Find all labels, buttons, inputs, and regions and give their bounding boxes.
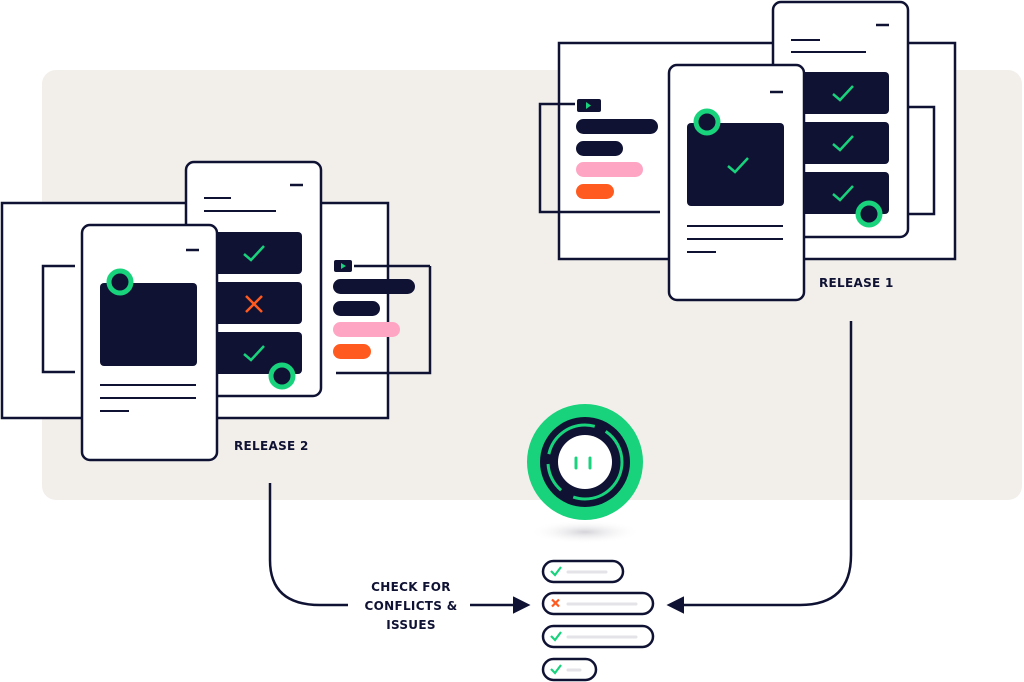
media-placeholder [100, 283, 197, 366]
release-1-label: RELEASE 1 [819, 276, 894, 290]
touch-indicator-icon [855, 200, 883, 228]
release-2-left-bracket [41, 264, 75, 374]
checkmark-icon [727, 157, 749, 174]
check-for-conflicts-label: CHECK FOR CONFLICTS & ISSUES [350, 578, 472, 635]
checkmark-icon [832, 85, 854, 102]
release-2-group [0, 160, 432, 462]
release-1-left-bracket [538, 102, 660, 214]
pill-navy-short [333, 301, 380, 316]
release-2-right-bracket [336, 266, 432, 375]
release-2-card-1 [208, 232, 302, 274]
robot-shadow [529, 520, 641, 544]
release-1-right-bracket [908, 105, 936, 216]
pill-pink [333, 322, 400, 337]
x-icon [245, 295, 263, 313]
flow-line-release-2 [268, 483, 348, 607]
check-label-line-2: CONFLICTS & [364, 599, 458, 613]
checkmark-icon [832, 185, 854, 202]
pill-orange [576, 184, 614, 199]
touch-indicator-icon [268, 362, 296, 390]
checkmark-icon [832, 135, 854, 152]
checkmark-icon [243, 245, 265, 262]
release-1-group [538, 0, 957, 302]
checkmark-icon [550, 664, 562, 675]
checker-robot-icon [527, 404, 643, 544]
check-label-line-1: CHECK FOR [371, 580, 451, 594]
pill-navy-short [576, 141, 623, 156]
check-label-line-3: ISSUES [386, 618, 436, 632]
x-icon [551, 598, 560, 608]
release-1-card-1 [795, 72, 889, 114]
pill-pink [576, 162, 643, 177]
checkmark-icon [550, 566, 562, 577]
flow-arrow-release-1 [666, 321, 853, 614]
release-1-card-2 [795, 122, 889, 164]
checkmark-icon [550, 631, 562, 642]
pill-navy-long [333, 279, 415, 294]
pill-navy-long [576, 119, 658, 134]
media-placeholder [687, 123, 784, 206]
checkmark-icon [243, 345, 265, 362]
touch-indicator-icon [693, 108, 721, 136]
pill-orange [333, 344, 371, 359]
touch-indicator-icon [106, 268, 134, 296]
release-2-label: RELEASE 2 [234, 439, 309, 453]
checklist [541, 559, 655, 682]
